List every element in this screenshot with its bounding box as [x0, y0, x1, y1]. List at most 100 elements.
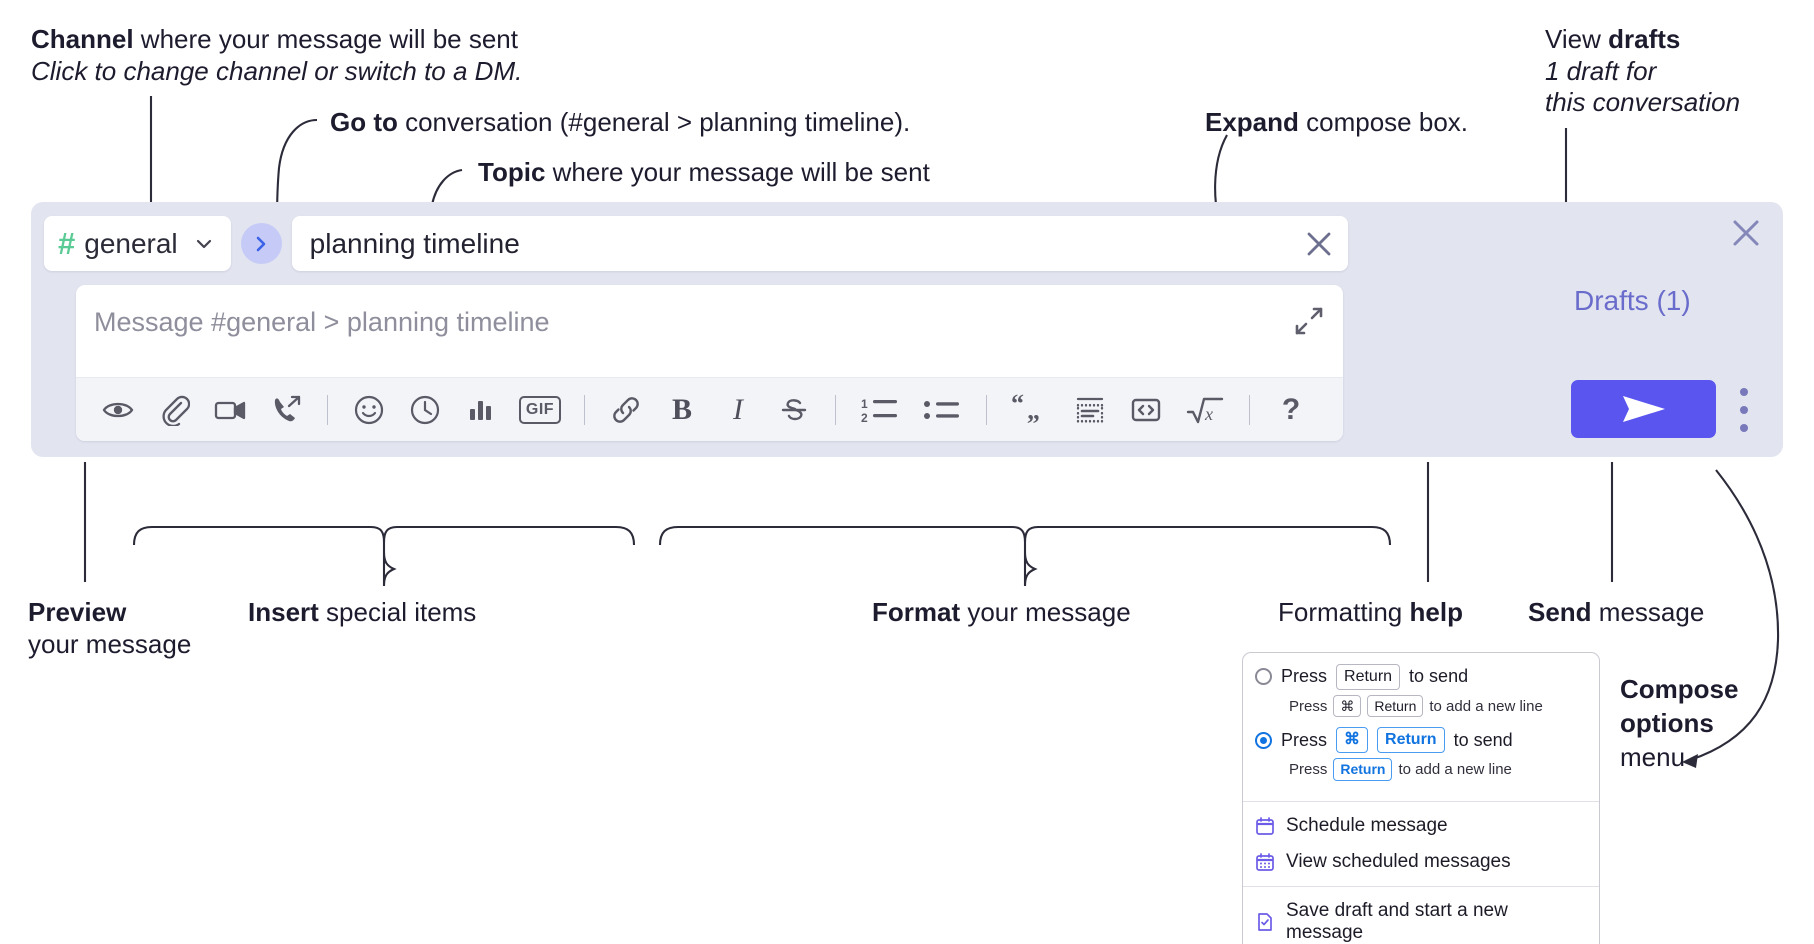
blockquote-icon[interactable]: “ „: [1000, 385, 1062, 435]
annotation-send-bold: Send: [1528, 597, 1592, 627]
ordered-list-icon[interactable]: 1 2: [849, 385, 911, 435]
calendar-grid-icon: [1255, 852, 1275, 872]
annotation-help-lead: Formatting: [1278, 597, 1410, 627]
menu-item-save-draft[interactable]: Save draft and start a new message: [1243, 893, 1599, 944]
gif-label: GIF: [518, 395, 562, 424]
channel-selector[interactable]: # general: [44, 216, 231, 271]
option2-tail: to send: [1453, 729, 1513, 750]
radio-return[interactable]: [1255, 668, 1272, 686]
phone-icon[interactable]: [258, 385, 314, 435]
video-icon[interactable]: [202, 385, 258, 435]
annotation-insert-bold: Insert: [248, 597, 319, 627]
link-icon[interactable]: [598, 385, 654, 435]
emoji-icon[interactable]: [341, 385, 397, 435]
send-option-cmd-return[interactable]: Press ⌘ Return to send: [1255, 727, 1587, 754]
annotation-expand-bold: Expand: [1205, 107, 1299, 137]
annotation-topic-bold: Topic: [478, 157, 546, 187]
option1-tail: to send: [1409, 666, 1469, 687]
annotation-drafts-italic2: this conversation: [1545, 87, 1741, 118]
option1-sub-tail: to add a new line: [1429, 697, 1543, 715]
italic-label: I: [733, 392, 743, 426]
option2-sub-press: Press: [1289, 761, 1328, 779]
chevron-right-icon: [256, 236, 266, 251]
annotation-goto-bold: Go to: [330, 107, 398, 137]
close-icon[interactable]: [1729, 216, 1763, 250]
strikethrough-icon[interactable]: [766, 385, 822, 435]
bullet-list-icon[interactable]: [911, 385, 973, 435]
toolbar-divider: [986, 394, 987, 425]
annotation-format-bold: Format: [872, 597, 961, 627]
annotation-preview-rest: your message: [28, 628, 192, 659]
annotation-compose-options: Compose options menu: [1620, 673, 1738, 774]
kebab-dot: [1740, 388, 1748, 396]
chevron-down-icon: [193, 233, 215, 255]
topic-input[interactable]: [309, 227, 1304, 260]
annotation-insert: Insert special items: [248, 597, 476, 629]
annotation-channel-italic: Click to change channel or switch to a D…: [31, 55, 523, 86]
bold-label: B: [671, 392, 692, 426]
key-command: ⌘: [1333, 694, 1362, 718]
annotation-channel-bold: Channel: [31, 24, 134, 54]
annotation-help: Formatting help: [1278, 597, 1463, 629]
gif-icon[interactable]: GIF: [509, 385, 571, 435]
clear-topic-icon[interactable]: [1304, 229, 1334, 259]
key-return: Return: [1377, 727, 1445, 754]
poll-icon[interactable]: [453, 385, 509, 435]
svg-text:1: 1: [861, 397, 868, 411]
inline-code-icon[interactable]: [1118, 385, 1174, 435]
send-button[interactable]: [1571, 380, 1716, 438]
calendar-icon: [1255, 816, 1275, 836]
bold-icon[interactable]: B: [654, 385, 710, 435]
key-return: Return: [1336, 664, 1401, 690]
annotation-goto: Go to conversation (#general > planning …: [330, 107, 910, 139]
help-label: ?: [1281, 392, 1301, 426]
goto-conversation-button[interactable]: [240, 223, 282, 264]
option2-sub-tail: to add a new line: [1398, 761, 1512, 779]
attachment-icon[interactable]: [146, 385, 202, 435]
preview-icon[interactable]: [90, 385, 146, 435]
annotation-send: Send message: [1528, 597, 1704, 629]
italic-icon[interactable]: I: [710, 385, 766, 435]
annotation-topic-rest: where your message will be sent: [545, 157, 930, 187]
compose-options-button[interactable]: [1733, 388, 1755, 432]
expand-icon[interactable]: [1293, 305, 1325, 337]
code-block-icon[interactable]: [1062, 385, 1118, 435]
annotation-expand-rest: compose box.: [1298, 107, 1469, 137]
send-shortcut-options: Press Return to send Press ⌘ Return to a…: [1243, 653, 1599, 801]
key-command: ⌘: [1336, 727, 1369, 754]
send-option-return-hint: Press ⌘ Return to add a new line: [1289, 694, 1587, 718]
annotation-preview: Preview your message: [28, 597, 191, 660]
annotation-drafts-italic1: 1 draft for: [1545, 55, 1657, 86]
formatting-toolbar: GIF B I: [76, 377, 1343, 441]
option1-press: Press: [1281, 666, 1328, 687]
draft-group: Save draft and start a new message: [1243, 887, 1599, 944]
annotation-drafts-bold: drafts: [1608, 24, 1681, 54]
message-input[interactable]: [94, 307, 1244, 338]
clock-icon[interactable]: [397, 385, 453, 435]
send-option-cmd-return-hint: Press Return to add a new line: [1289, 758, 1587, 781]
kebab-dot: [1740, 406, 1748, 414]
message-composer-panel: # general: [31, 202, 1783, 457]
menu-item-view-scheduled[interactable]: View scheduled messages: [1243, 844, 1599, 880]
math-icon[interactable]: x: [1174, 385, 1236, 435]
svg-text:“: “: [1011, 394, 1024, 418]
channel-name-label: general: [84, 227, 178, 259]
key-return: Return: [1333, 758, 1393, 781]
annotation-format: Format your message: [872, 597, 1131, 629]
annotation-format-rest: your message: [960, 597, 1131, 627]
send-option-return[interactable]: Press Return to send: [1255, 664, 1587, 690]
menu-item-schedule-message[interactable]: Schedule message: [1243, 808, 1599, 844]
svg-text:„: „: [1027, 396, 1040, 425]
option2-press: Press: [1281, 729, 1328, 750]
send-arrow-icon: [1622, 396, 1665, 422]
annotation-compose-bold2: options: [1620, 707, 1714, 738]
kebab-dot: [1740, 424, 1748, 432]
annotation-channel: Channel where your message will be sent …: [31, 24, 522, 87]
topic-field[interactable]: [291, 216, 1348, 271]
toolbar-divider: [1249, 394, 1250, 425]
help-icon[interactable]: ?: [1263, 385, 1319, 435]
radio-cmd-return[interactable]: [1255, 731, 1272, 749]
annotation-compose-rest: menu: [1620, 741, 1686, 772]
menu-item-label: View scheduled messages: [1286, 850, 1511, 872]
drafts-link[interactable]: Drafts (1): [1574, 285, 1691, 316]
